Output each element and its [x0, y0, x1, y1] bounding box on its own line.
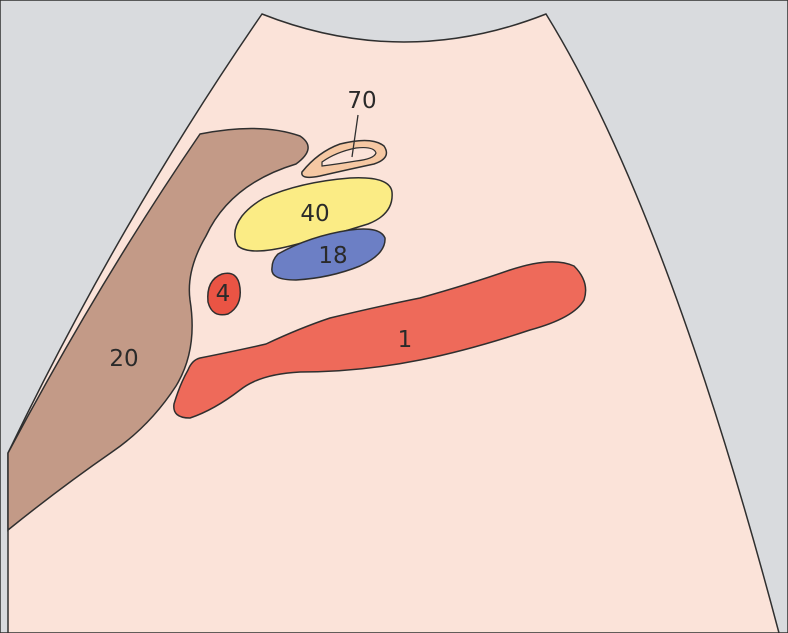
- label-70: 70: [347, 88, 376, 114]
- label-20: 20: [109, 346, 138, 372]
- label-4: 4: [216, 281, 231, 307]
- label-1: 1: [398, 327, 413, 353]
- label-40: 40: [300, 201, 329, 227]
- label-18: 18: [318, 243, 347, 269]
